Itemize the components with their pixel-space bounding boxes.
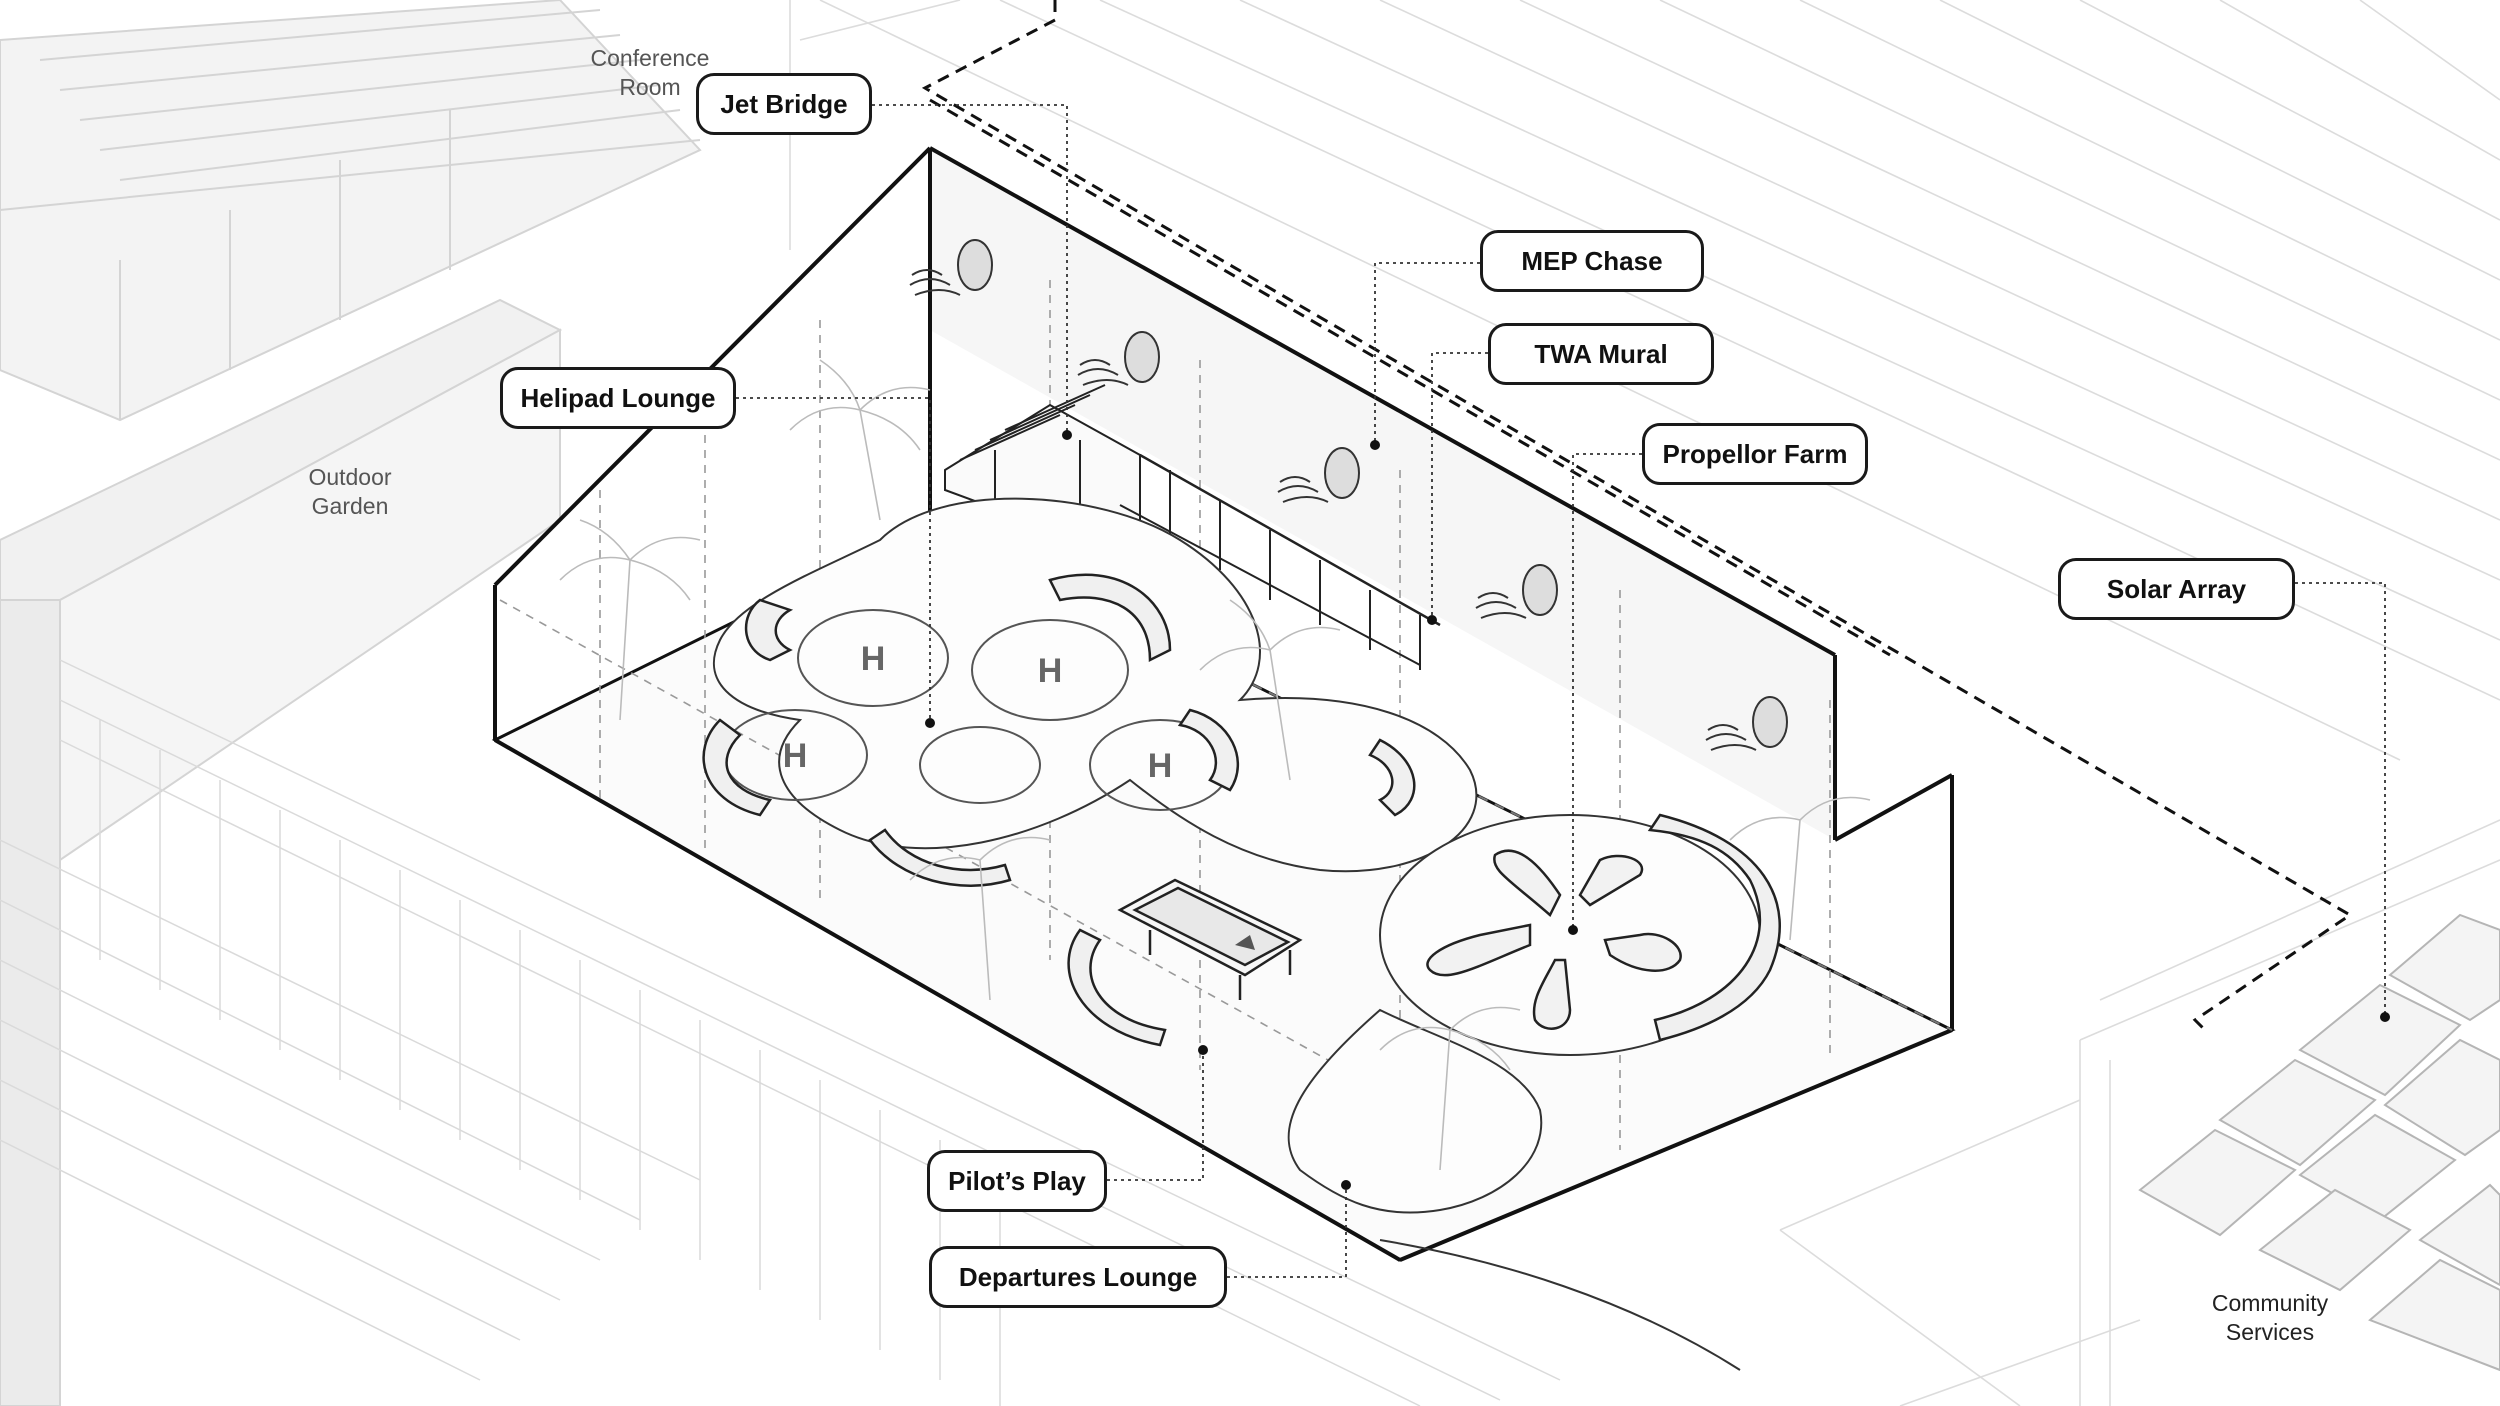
callout-twa-mural: TWA Mural: [1488, 323, 1714, 385]
label-outdoor-garden-line2: Garden: [311, 493, 389, 519]
outdoor-garden-fence: [0, 659, 1561, 1406]
departures-lounge-zone: [1287, 1008, 1543, 1214]
roof-context-lines: [789, 0, 2500, 1406]
label-community-services-line1: Community: [2211, 1290, 2329, 1316]
callout-solar-array: Solar Array: [2058, 558, 2295, 620]
palm-plants: [559, 359, 1871, 1171]
helipad-h-1: H: [861, 640, 886, 678]
outdoor-garden-pergola: [0, 0, 702, 1406]
leader-lines: [736, 104, 2386, 1278]
callout-mep-chase: MEP Chase: [1480, 230, 1704, 292]
helipad-h-2: H: [1038, 652, 1063, 690]
exterior-path: [1379, 1239, 1741, 1371]
solar-array-panels: [2138, 913, 2500, 1372]
callout-jet-bridge: Jet Bridge: [696, 73, 872, 135]
label-conference-room-line1: Conference: [590, 45, 710, 71]
label-outdoor-garden-line1: Outdoor: [308, 464, 392, 490]
pilots-play-table: [1117, 878, 1303, 1000]
label-conference-room-line2: Room: [619, 74, 681, 100]
helipad-h-3: H: [783, 737, 808, 775]
callout-departures-lounge: Departures Lounge: [929, 1246, 1227, 1308]
label-community-services-line2: Services: [2225, 1319, 2315, 1345]
callout-helipad-lounge: Helipad Lounge: [500, 367, 736, 429]
propellor-blades: [1426, 849, 1682, 1030]
callout-propellor-farm: Propellor Farm: [1642, 423, 1868, 485]
helipad-h-marks: H H H H: [783, 640, 1173, 785]
jet-bridge-dashed-outline: [921, 0, 2353, 1032]
helipad-zone-outline: [713, 497, 1478, 873]
label-conference-room: Conference Room: [560, 44, 740, 102]
callout-pilots-play: Pilot’s Play: [927, 1150, 1107, 1212]
label-outdoor-garden: Outdoor Garden: [260, 463, 440, 521]
floor-zones: [713, 497, 1761, 1214]
leader-dots: [925, 430, 2390, 1190]
jet-bridge-structure: [944, 384, 1441, 670]
wall-vent-icons: [909, 239, 1788, 751]
label-community-services: Community Services: [2180, 1289, 2360, 1347]
helipad-h-4: H: [1148, 747, 1173, 785]
back-wall: [930, 150, 1835, 840]
curved-banquettes: [702, 573, 1781, 1047]
